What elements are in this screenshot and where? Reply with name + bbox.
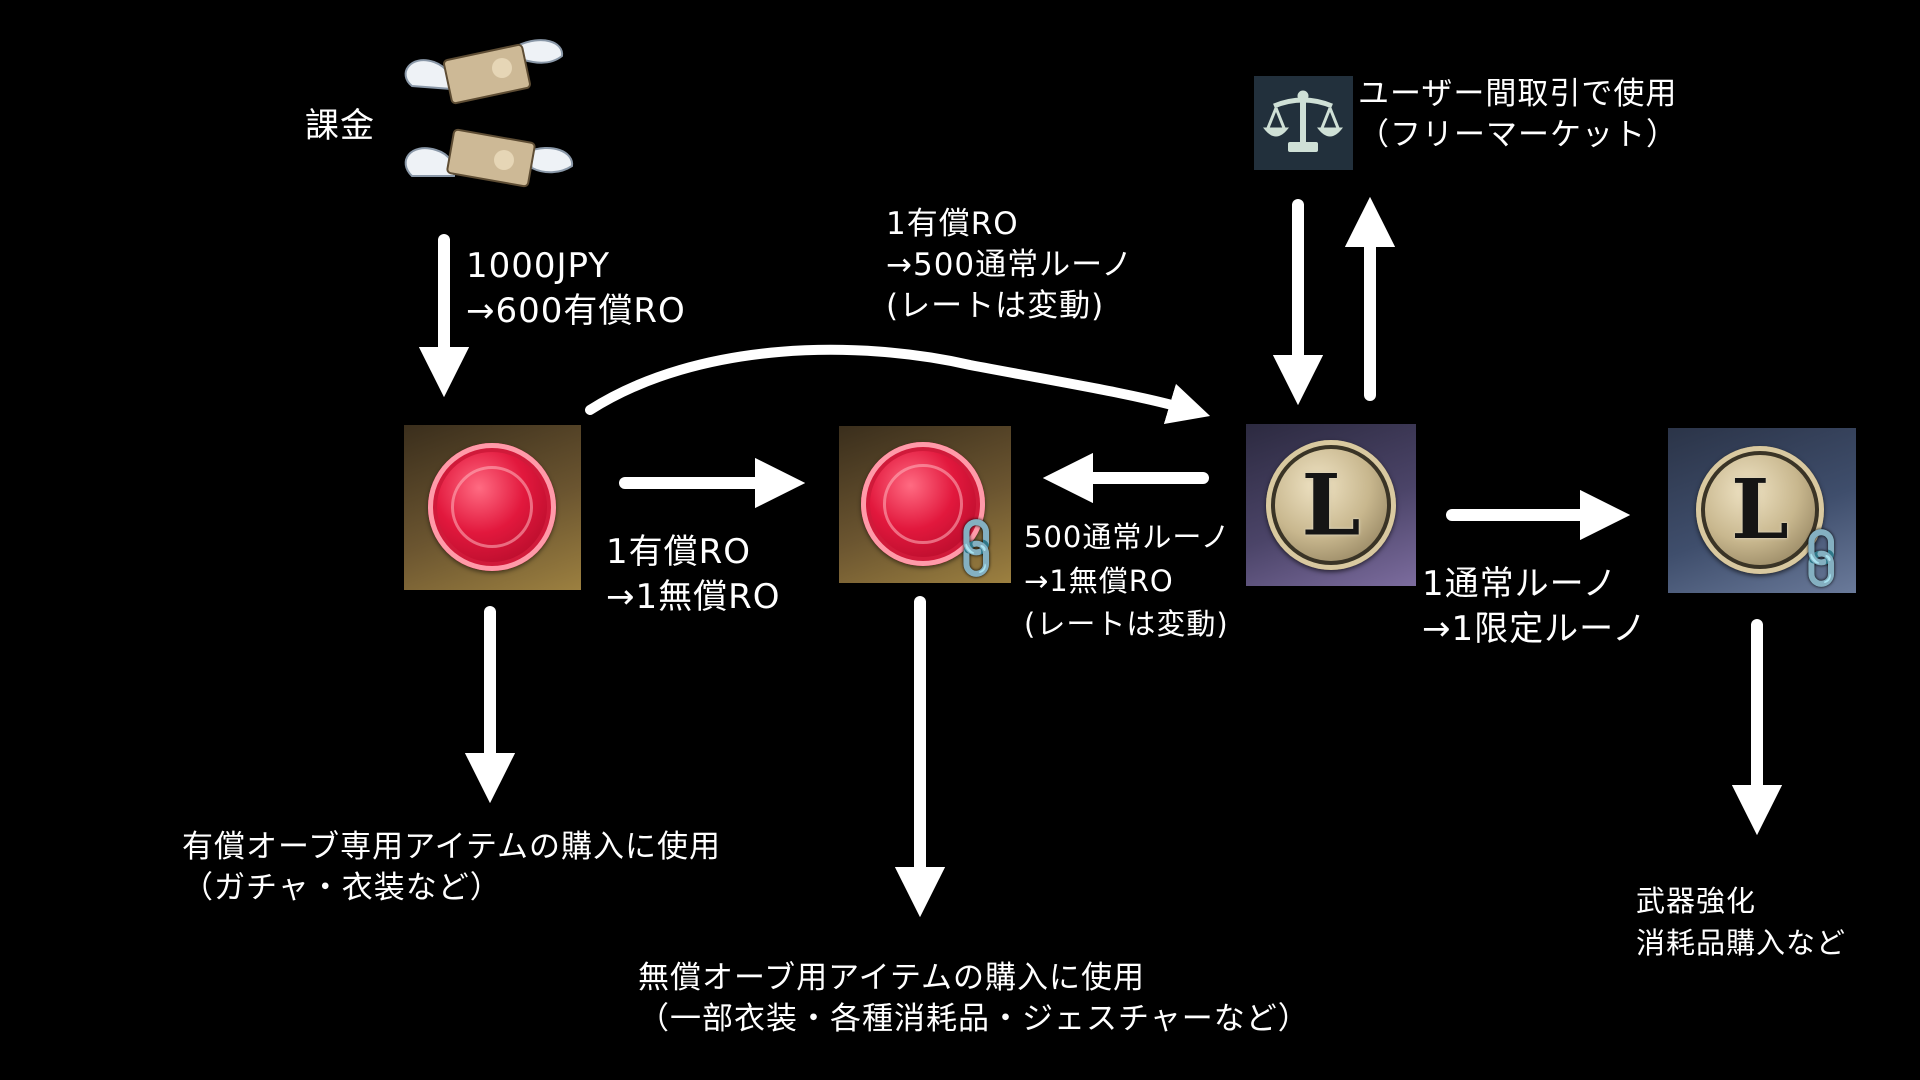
normal-luno-coin-icon: L (1266, 440, 1396, 570)
label-line: (レートは変動) (1024, 607, 1229, 641)
label-normal-to-limited: 1通常ルーノ →1限定ルーノ (1422, 562, 1647, 652)
label-line: 1通常ルーノ (1422, 564, 1618, 604)
label-free-usage: 無償オーブ用アイテムの購入に使用 （一部衣装・各種消耗品・ジェスチャーなど） (638, 958, 1310, 1040)
label-line: →1限定ルーノ (1422, 608, 1648, 649)
label-limited-usage: 武器強化 消耗品購入など (1636, 880, 1846, 964)
paid-red-orb-icon (428, 443, 556, 571)
label-line: 武器強化 (1636, 884, 1757, 918)
label-line: 1000JPY (466, 246, 611, 286)
label-line: 無償オーブ用アイテムの購入に使用 (638, 960, 1146, 996)
label-line: →600有償RO (466, 290, 686, 331)
luno-glyph: L (1301, 455, 1361, 555)
label-line: 1有償RO (606, 532, 752, 572)
label-line: ユーザー間取引で使用 (1358, 76, 1678, 112)
label-line: 500通常ルーノ (1024, 520, 1231, 554)
label-line: 1有償RO (886, 206, 1019, 242)
market-node (1254, 76, 1353, 170)
limited-luno-node: L 🔗 (1668, 428, 1856, 593)
label-jpy-to-paid: 1000JPY →600有償RO (466, 244, 686, 334)
flying-money-icon (392, 34, 592, 192)
label-line: →1無償RO (1024, 563, 1174, 598)
label-line: 有償オーブ専用アイテムの購入に使用 (182, 829, 722, 865)
label-line: （ガチャ・衣装など） (182, 869, 502, 906)
label-line: 消耗品購入など (1636, 926, 1847, 961)
paid-orb-node (404, 425, 581, 590)
label-market: ユーザー間取引で使用 （フリーマーケット） (1358, 74, 1678, 156)
normal-luno-node: L (1246, 424, 1416, 586)
arrow-paid-to-luno-curve (585, 344, 1211, 425)
label-paid-usage: 有償オーブ専用アイテムの購入に使用 （ガチャ・衣装など） (182, 827, 721, 909)
label-line: (レートは変動) (886, 287, 1105, 324)
label-line: （一部衣装・各種消耗品・ジェスチャーなど） (638, 1000, 1310, 1037)
label-paid-to-luno: 1有償RO →500通常ルーノ (レートは変動) (886, 204, 1133, 327)
luno-glyph: L (1731, 462, 1789, 558)
payment-label: 課金 (305, 106, 375, 146)
free-orb-node: 🔗 (839, 426, 1011, 583)
label-line: →500通常ルーノ (886, 246, 1134, 283)
scales-icon (1262, 90, 1344, 152)
free-red-orb-icon (861, 442, 985, 566)
label-line: （フリーマーケット） (1358, 116, 1678, 153)
label-paid-to-free: 1有償RO →1無償RO (606, 530, 781, 620)
limited-luno-coin-icon: L (1696, 446, 1824, 574)
label-line: →1無償RO (606, 576, 781, 617)
label-luno-to-free: 500通常ルーノ →1無償RO (レートは変動) (1024, 516, 1231, 647)
